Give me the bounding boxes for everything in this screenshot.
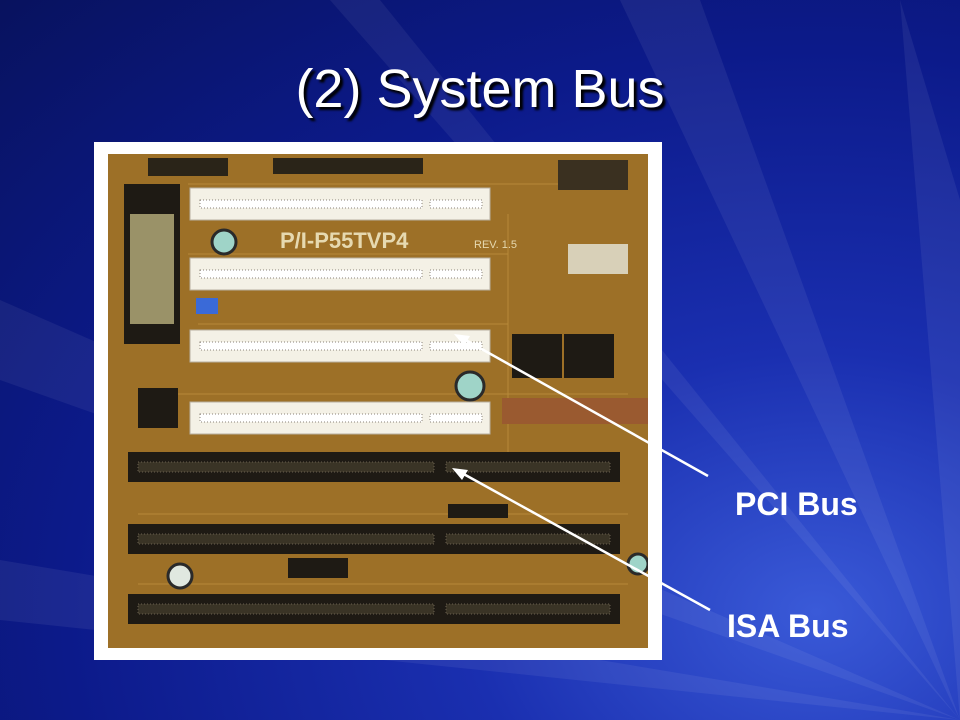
pci-slot-1 [189,187,491,221]
slide-title: (2) System Bus [295,59,665,119]
pci-bus-label: PCI Bus [735,486,858,522]
pci-slot-4 [189,401,491,435]
isa-slot-1 [128,452,620,482]
board-revision-text: REV. 1.5 [474,239,517,251]
capacitor [454,370,486,402]
capacitor [626,552,648,576]
pci-slot-3 [189,329,491,363]
capacitor [210,228,238,256]
capacitor [166,562,194,590]
isa-slot-3 [128,594,620,624]
isa-slot-2 [128,524,620,554]
isa-bus-label: ISA Bus [727,608,849,644]
board-model-text: P/I-P55TVP4 [280,228,409,253]
motherboard-image: P/I-P55TVP4 REV. 1.5 [108,154,648,648]
pci-slot-2 [189,257,491,291]
